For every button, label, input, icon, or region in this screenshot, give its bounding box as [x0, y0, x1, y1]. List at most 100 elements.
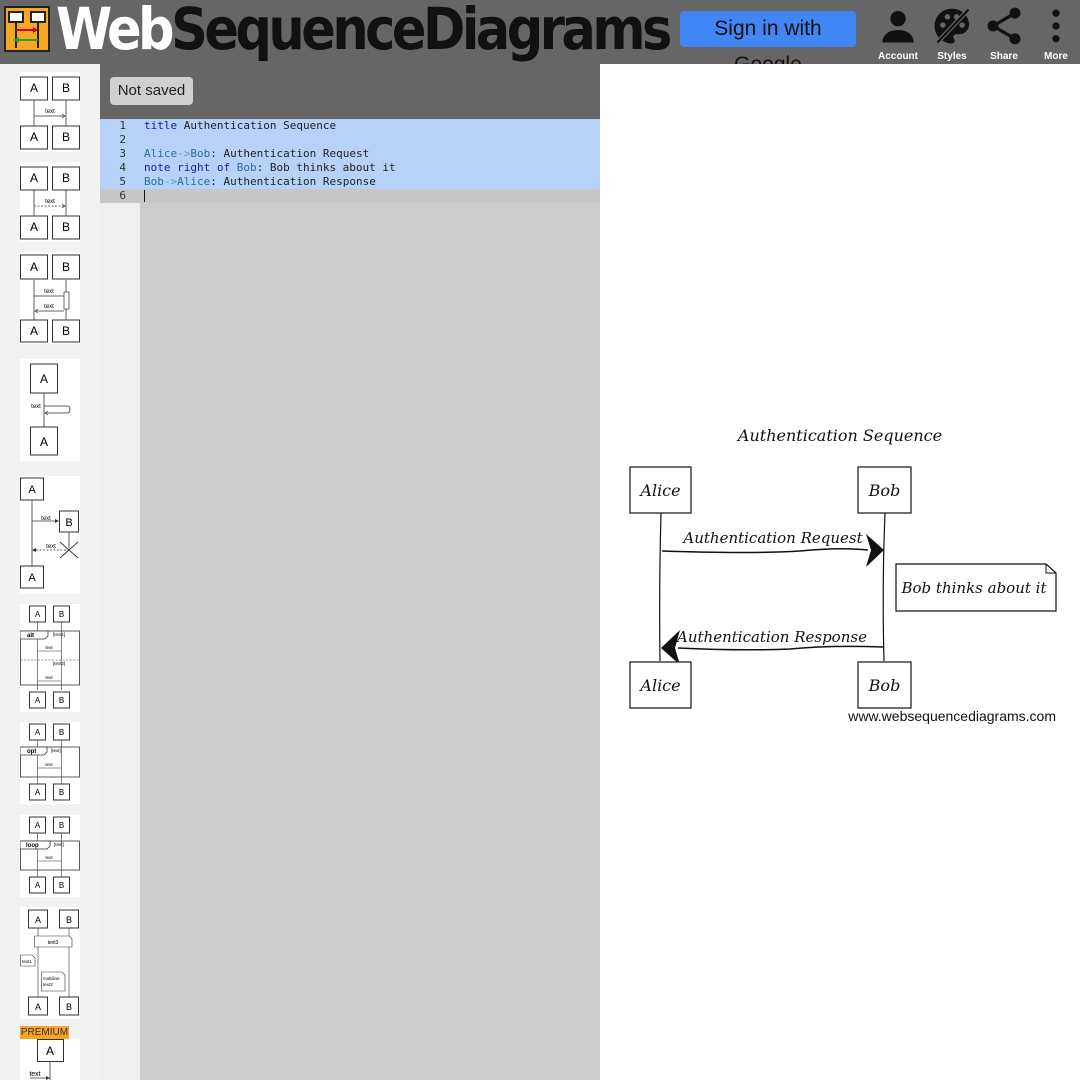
thumb-text-label: text [46, 544, 56, 550]
thumb-a-label: A [35, 915, 41, 925]
participant-alice-label: Alice [638, 481, 680, 500]
thumb-text1-label: [text1] [53, 632, 65, 637]
thumb-text-label: text [45, 645, 53, 650]
message-response-arrowhead [661, 630, 680, 665]
code-token: Alice [177, 175, 211, 188]
participant-alice-bottom: Alice [629, 661, 692, 709]
bob-lifeline [882, 512, 886, 662]
code-token: note right of [144, 161, 231, 174]
thumb-b-label: B [66, 915, 72, 925]
thumb-text-label: text [45, 855, 53, 860]
styles-button[interactable]: Styles [924, 0, 980, 64]
note-box: Bob thinks about it [895, 563, 1057, 612]
premium-badge: PREMIUM [20, 1026, 69, 1039]
share-icon [987, 7, 1021, 45]
thumb-a-label: A [35, 610, 41, 619]
code-line[interactable]: 4 note right of Bob: Bob thinks about it [100, 161, 600, 175]
app-header: WebSequenceDiagrams Sign in with Google … [0, 0, 1080, 76]
thumb-a-label: A [30, 81, 38, 95]
line-number: 6 [119, 189, 126, 202]
template-opt[interactable]: A B opt [text] text A B [20, 722, 80, 804]
thumb-a-label: A [35, 881, 41, 890]
template-premium[interactable]: A text [20, 1039, 80, 1080]
code-token: : Bob thinks about it [256, 161, 396, 174]
account-button[interactable]: Account [870, 0, 926, 64]
account-icon [882, 10, 914, 43]
template-create-destroy[interactable]: A text B text A [20, 476, 80, 594]
participant-alice-label: Alice [638, 676, 680, 695]
thumb-a-label: A [35, 696, 41, 705]
more-button[interactable]: More [1028, 0, 1080, 64]
save-status-button[interactable]: Not saved [110, 77, 193, 105]
line-number: 3 [119, 147, 126, 160]
template-loop[interactable]: A B loop [text] text A B [20, 815, 80, 897]
code-line[interactable]: 6 [100, 189, 600, 203]
code-text: title Authentication Sequence [144, 119, 336, 133]
code-token: Bob [236, 161, 257, 174]
participant-bob-label: Bob [868, 676, 901, 695]
thumb-b-label: B [62, 260, 70, 274]
logo-icon [4, 6, 50, 52]
share-label: Share [990, 51, 1018, 62]
thumb-multiline1-label: multiline [43, 976, 60, 981]
line-number-gutter [100, 119, 140, 1080]
more-label: More [1044, 51, 1068, 62]
logo-part-web: Web [56, 0, 175, 63]
note-label: Bob thinks about it [901, 579, 1048, 597]
share-button[interactable]: Share [976, 0, 1032, 64]
thumb-a-label: A [28, 572, 36, 584]
thumb-text-label: text [45, 762, 53, 767]
code-token: title [144, 119, 178, 132]
diagram-preview: Authentication Sequence Alice Bob Authen… [600, 64, 1080, 1080]
template-dashed-message[interactable]: A B text A B [20, 162, 80, 242]
thumb-b-label: B [62, 171, 70, 185]
message-request-arrow [661, 547, 869, 554]
line-number: 1 [119, 119, 126, 132]
account-label: Account [878, 51, 918, 62]
thumb-a-label: A [28, 484, 36, 496]
thumb-b-label: B [59, 881, 64, 890]
code-token: Bob [190, 147, 211, 160]
template-alt[interactable]: A B alt [text1] text [text2] text A B [20, 604, 80, 712]
text-caret [144, 190, 145, 202]
code-line[interactable]: 2 [100, 133, 600, 147]
thumb-a-label: A [35, 821, 41, 830]
template-self-message[interactable]: A text A [20, 359, 80, 461]
thumb-text-label: text [29, 1071, 40, 1078]
template-activation[interactable]: A B text text A B [20, 252, 80, 344]
thumb-a-label: A [30, 130, 38, 144]
code-token: Alice [144, 147, 178, 160]
thumb-opt-label: opt [27, 749, 36, 755]
thumb-text-bracket-label: [text] [54, 842, 64, 847]
template-notes[interactable]: A B text3 text1 multiline text2 A B [20, 907, 80, 1019]
template-solid-message[interactable]: A B text A B [20, 72, 80, 152]
thumb-text-label: text [44, 304, 54, 310]
thumb-b-label: B [59, 610, 64, 619]
thumb-text-label: text [41, 516, 51, 522]
thumb-text-label: text [31, 404, 41, 410]
line-number: 4 [119, 161, 126, 174]
thumb-b-label: B [62, 324, 70, 338]
diagram-title: Authentication Sequence [736, 426, 942, 445]
thumb-alt-label: alt [27, 633, 34, 639]
code-line[interactable]: 1 title Authentication Sequence [100, 119, 600, 133]
alice-lifeline [659, 512, 662, 662]
code-token [230, 161, 237, 174]
code-text: note right of Bob: Bob thinks about it [144, 161, 396, 175]
code-editor[interactable] [140, 119, 600, 1080]
sign-in-google-button[interactable]: Sign in with Google [680, 11, 856, 76]
participant-bob-label: Bob [868, 481, 901, 500]
thumb-b-label: B [66, 1002, 72, 1012]
code-token: : Authentication Response [210, 175, 376, 188]
diagram-watermark: www.websequencediagrams.com [847, 708, 1056, 724]
message-response-arrow [677, 645, 884, 651]
thumb-b-label: B [59, 728, 64, 737]
thumb-a-label: A [35, 728, 41, 737]
thumb-b-label: B [62, 130, 70, 144]
thumb-a-label: A [35, 788, 41, 797]
palette-icon [934, 7, 971, 45]
thumb-a-label: A [40, 435, 48, 449]
editor-toolbar: Not saved [100, 64, 600, 119]
